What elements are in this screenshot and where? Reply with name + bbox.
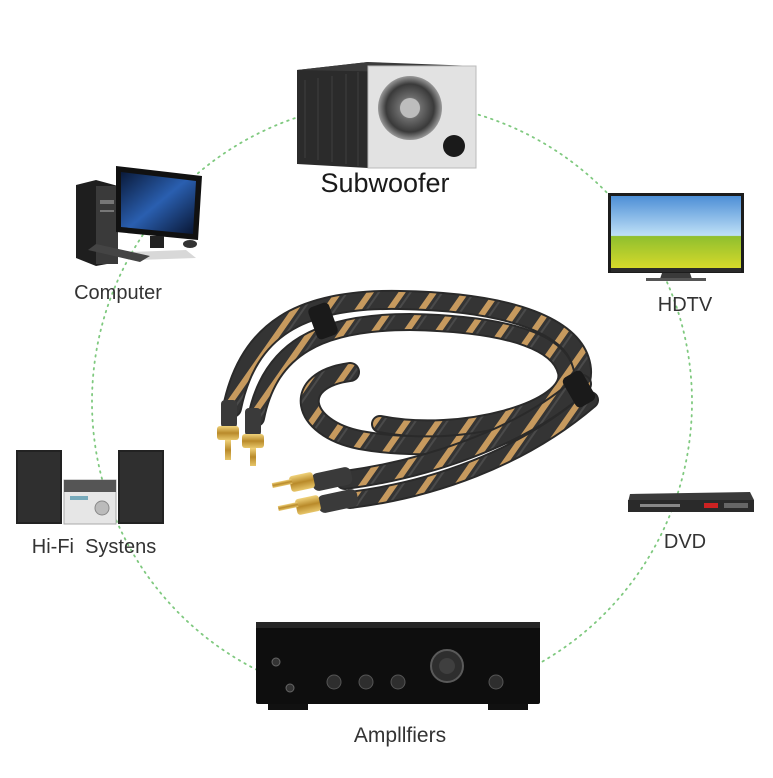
- hdtv-icon: [608, 193, 744, 281]
- hifi-label: Hi-Fi Systens: [31, 536, 157, 558]
- rca-plug-left-pair: [217, 400, 264, 466]
- subwoofer-icon: [297, 62, 477, 169]
- connection-circle: [91, 101, 693, 703]
- hifi-system-icon: [16, 450, 164, 525]
- subwoofer-label: Subwoofer: [320, 168, 450, 198]
- computer-icon: [76, 166, 202, 266]
- amplifiers-label: Ampllfiers: [353, 724, 447, 747]
- amplifier-icon: [256, 622, 540, 710]
- computer-label: Computer: [74, 282, 162, 304]
- rca-cable-icon: [222, 289, 599, 509]
- hdtv-label: HDTV: [657, 294, 713, 316]
- dvd-player-icon: [628, 492, 754, 512]
- dvd-label: DVD: [663, 531, 707, 553]
- rca-plug-right-pair: [271, 467, 359, 515]
